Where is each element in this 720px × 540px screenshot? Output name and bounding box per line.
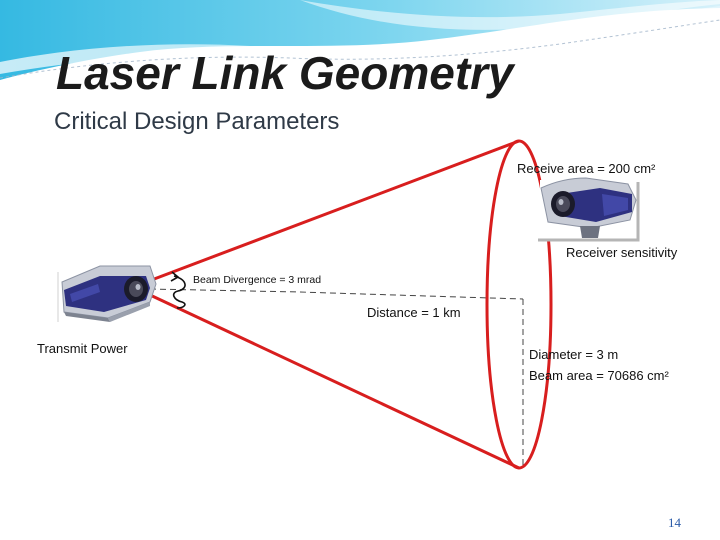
dashed-guides xyxy=(149,288,524,468)
beam-upper-edge xyxy=(132,139,520,289)
transmit-power-label: Transmit Power xyxy=(37,341,128,356)
beam-cone xyxy=(132,139,553,470)
receiver-sensitivity-label: Receiver sensitivity xyxy=(566,245,678,260)
distance-label: Distance = 1 km xyxy=(367,305,461,320)
receive-area-label: Receive area = 200 cm² xyxy=(517,161,656,176)
beam-footprint-ellipse xyxy=(485,139,553,470)
beam-lower-edge xyxy=(132,285,520,470)
slide-title: Laser Link Geometry xyxy=(56,47,514,99)
transmitter-device xyxy=(57,265,157,322)
page-number: 14 xyxy=(668,515,681,530)
beam-area-label: Beam area = 70686 cm² xyxy=(529,368,669,383)
divergence-angle-marker xyxy=(170,271,186,309)
top-wave-decoration xyxy=(0,0,720,80)
receiver-device xyxy=(538,177,640,242)
beam-divergence-label: Beam Divergence = 3 mrad xyxy=(193,274,322,286)
slide-subtitle: Critical Design Parameters xyxy=(54,108,340,135)
diameter-label: Diameter = 3 m xyxy=(529,347,619,362)
distance-guide-line xyxy=(149,288,524,300)
